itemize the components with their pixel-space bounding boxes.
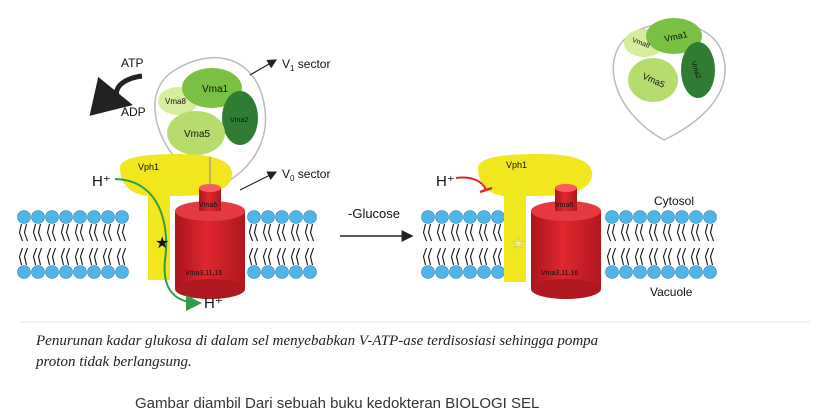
h-plus-in-label: H⁺ [92, 173, 111, 190]
membrane-left-b [247, 210, 317, 279]
caption-line-1: Penurunan kadar glukosa di dalam sel men… [35, 333, 598, 349]
vma5-label: Vma5 [184, 129, 211, 140]
vma1-label: Vma1 [202, 84, 229, 95]
caption-line-2: proton tidak berlangsung. [35, 354, 192, 370]
vph1-label: Vph1 [138, 162, 159, 172]
vma5-subunit [167, 111, 225, 155]
v1-pointer-line [249, 59, 278, 76]
membrane-right-b [605, 210, 717, 279]
v0-ring-right: Vma6 Vma3,11,16 [531, 184, 601, 299]
atp-adp-cycle-arrow [89, 73, 143, 116]
h-plus-blocked-label: H⁺ [436, 173, 455, 190]
v0-sector-label: V0 sector [282, 167, 330, 183]
vma1-dissociated-label: Vma1 [663, 29, 688, 44]
source-footer: Gambar diambil Dari sebuah buku kedokter… [135, 395, 539, 412]
membrane-right-a [421, 210, 505, 279]
vph1-label-right: Vph1 [506, 160, 527, 170]
glucose-label: -Glucose [348, 206, 400, 221]
v0-ring-left: Vma6 Vma3,11,16 [175, 184, 245, 299]
vma2-subunit [222, 91, 258, 145]
cytosol-label: Cytosol [654, 194, 694, 208]
v0-pointer-line [239, 171, 278, 191]
vma2-dissociated [681, 42, 715, 98]
proton-inhibited-line [455, 176, 487, 191]
proton-inhibited-bar [479, 186, 493, 194]
h-plus-out-label: H⁺ [204, 295, 223, 312]
v1-sector-outline [154, 57, 267, 191]
membrane-left-a [17, 210, 129, 279]
vma6-label: Vma6 [199, 202, 217, 209]
v1-sector-label: V1 sector [282, 57, 330, 73]
star-marker-left: ★ [155, 235, 169, 252]
vma1-dissociated [646, 18, 702, 54]
vacuole-label: Vacuole [650, 285, 693, 299]
adp-label: ADP [121, 105, 146, 119]
vma5-dissociated [628, 58, 678, 102]
atp-label: ATP [121, 56, 143, 70]
vma8-label: Vma8 [165, 97, 186, 106]
star-marker-right: ★ [512, 235, 525, 251]
vma1-subunit [182, 68, 242, 108]
vma6-label-right: Vma6 [555, 202, 573, 209]
vma2-label: Vma2 [230, 117, 248, 124]
vma3-label-right: Vma3,11,16 [541, 270, 578, 277]
proton-path-arrow [114, 178, 202, 311]
vma3-label: Vma3,11,16 [185, 270, 222, 277]
